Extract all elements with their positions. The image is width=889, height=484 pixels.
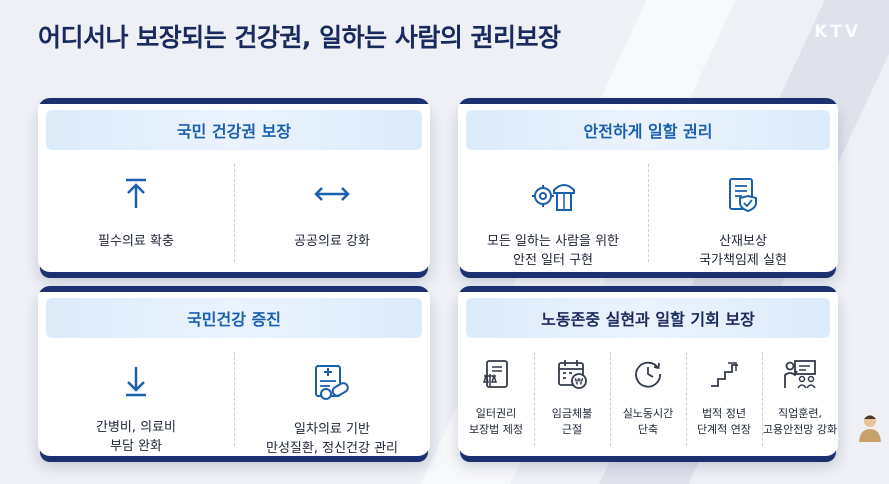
item-label: 실노동시간 단축 bbox=[622, 407, 674, 436]
item-label: 공공의료 강화 bbox=[294, 234, 370, 249]
training-icon bbox=[782, 356, 818, 392]
card-title: 노동존중 실현과 일할 기회 보장 bbox=[466, 298, 830, 338]
card-title: 국민 건강권 보장 bbox=[46, 110, 422, 150]
item-primary-care: 일차의료 기반 만성질환, 정신건강 관리 bbox=[234, 346, 430, 456]
item-cost-relief: 간병비, 의료비 부담 완화 bbox=[38, 346, 234, 456]
item-label: 간병비, 의료비 부담 완화 bbox=[95, 420, 177, 454]
item-essential-care: 필수의료 확충 bbox=[38, 158, 234, 272]
item-wage-arrears: ₩ 임금체불 근절 bbox=[534, 346, 610, 456]
arrow-up-icon bbox=[122, 176, 150, 212]
broadcaster-watermark: KTV bbox=[814, 22, 861, 42]
item-job-training: 직업훈련, 고용안전망 강화 bbox=[762, 346, 838, 456]
card-labor-respect: 노동존중 실현과 일할 기회 보장 일터권리 보장법 제정 ₩ bbox=[458, 286, 838, 456]
item-working-hours: 실노동시간 단축 bbox=[610, 346, 686, 456]
item-safe-workplace: 모든 일하는 사람을 위한 안전 일터 구현 bbox=[458, 158, 648, 272]
item-label: 일터권리 보장법 제정 bbox=[468, 407, 524, 436]
item-label: 일차의료 기반 만성질환, 정신건강 관리 bbox=[266, 422, 398, 456]
medical-chart-icon bbox=[312, 364, 352, 400]
clock-icon bbox=[632, 356, 664, 392]
item-label: 임금체불 근절 bbox=[551, 407, 593, 436]
card-health-rights: 국민 건강권 보장 필수의료 확충 공공의료 강화 bbox=[38, 98, 430, 272]
card-title: 국민건강 증진 bbox=[46, 298, 422, 338]
law-document-icon bbox=[481, 356, 511, 392]
safety-gear-icon bbox=[530, 176, 576, 212]
presenter-avatar bbox=[857, 412, 883, 442]
arrow-down-icon bbox=[122, 364, 150, 398]
stairs-icon bbox=[708, 356, 740, 392]
svg-text:₩: ₩ bbox=[575, 378, 584, 388]
item-label: 산재보상 국가책임제 실현 bbox=[699, 234, 787, 268]
item-retirement-age: 법적 정년 단계적 연장 bbox=[686, 346, 762, 456]
page-title: 어디서나 보장되는 건강권, 일하는 사람의 권리보장 bbox=[38, 23, 561, 52]
card-health-promotion: 국민건강 증진 간병비, 의료비 부담 완화 일차의료 기반 만성질환, 정신건… bbox=[38, 286, 430, 456]
item-label: 모든 일하는 사람을 위한 안전 일터 구현 bbox=[487, 234, 619, 268]
arrow-left-right-icon bbox=[312, 176, 352, 212]
item-label: 필수의료 확충 bbox=[98, 234, 174, 249]
item-workplace-rights-law: 일터권리 보장법 제정 bbox=[458, 346, 534, 456]
item-accident-compensation: 산재보상 국가책임제 실현 bbox=[648, 158, 838, 272]
calendar-won-icon: ₩ bbox=[556, 356, 588, 392]
card-work-safety: 안전하게 일할 권리 모든 일하는 사람을 위한 안전 일터 구현 bbox=[458, 98, 838, 272]
item-public-care: 공공의료 강화 bbox=[234, 158, 430, 272]
document-shield-icon bbox=[726, 176, 760, 212]
card-title: 안전하게 일할 권리 bbox=[466, 110, 830, 150]
item-label: 직업훈련, 고용안전망 강화 bbox=[762, 407, 838, 436]
item-label: 법적 정년 단계적 연장 bbox=[696, 407, 752, 436]
